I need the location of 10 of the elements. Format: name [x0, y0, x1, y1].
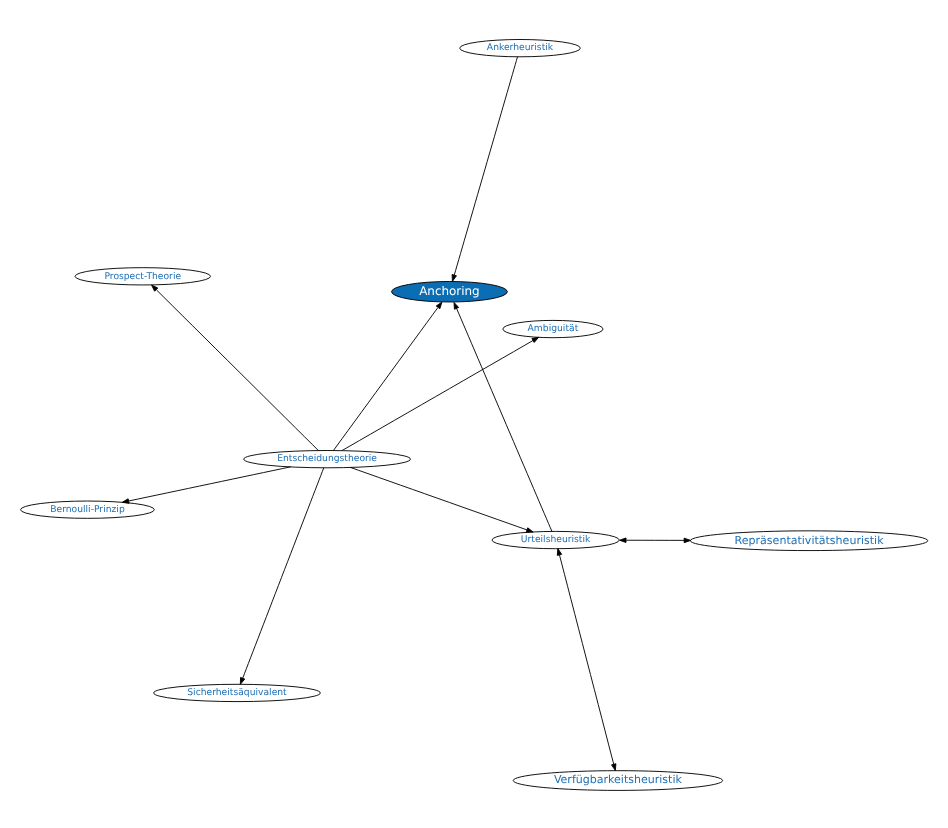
- arrow: [332, 300, 443, 451]
- arrow: [349, 465, 534, 532]
- arrow: [451, 55, 518, 281]
- arrow: [121, 465, 292, 503]
- arrow: [151, 283, 319, 451]
- arrow: [556, 547, 617, 770]
- arrow: [239, 466, 325, 684]
- arrow: [341, 335, 540, 451]
- arrow: [453, 300, 553, 531]
- arrow: [619, 536, 692, 543]
